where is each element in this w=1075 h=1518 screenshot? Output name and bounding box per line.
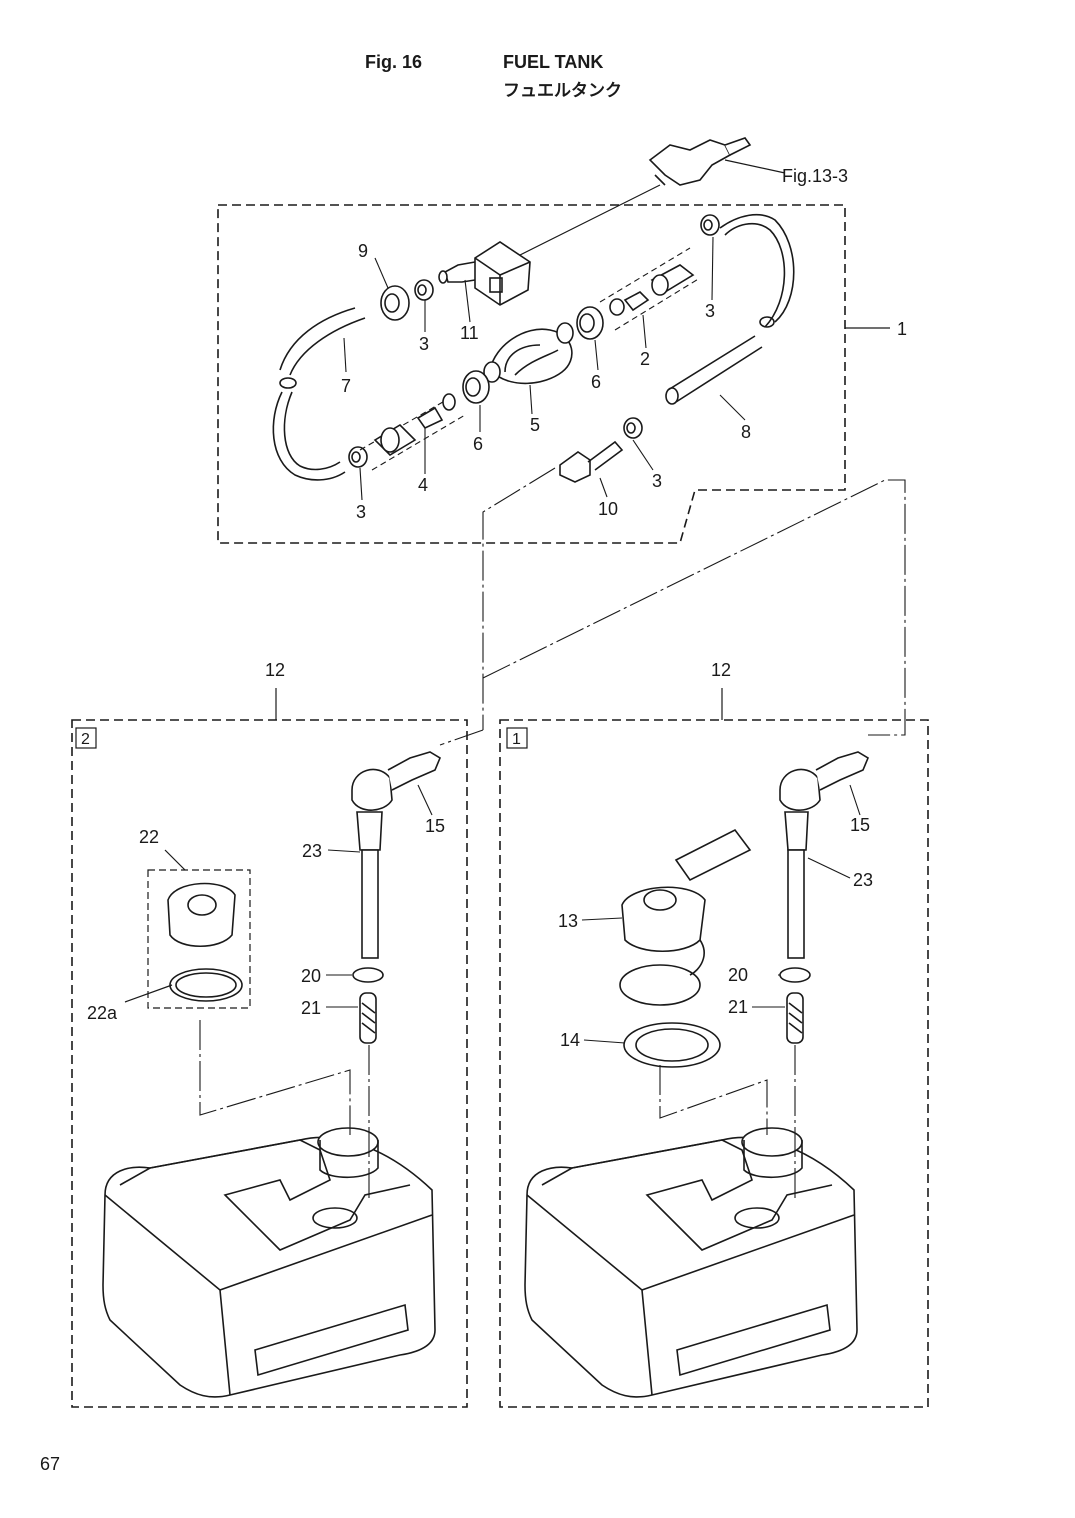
hose-7	[279, 307, 366, 376]
engine-connector	[648, 137, 752, 186]
callout-14: 14	[560, 1030, 580, 1050]
callout-6: 6	[591, 372, 601, 392]
tank-connector-11	[438, 241, 531, 306]
callout-11: 11	[460, 323, 479, 343]
variant-label-1: 1	[512, 731, 521, 748]
filler-cap-13	[619, 828, 752, 1006]
callout-4: 4	[418, 475, 428, 495]
callout-22: 22	[139, 827, 159, 847]
callout-22a: 22a	[87, 1003, 118, 1023]
callout-15: 15	[425, 816, 445, 836]
variant-frame-1	[499, 719, 929, 1408]
callout-23: 23	[853, 870, 873, 890]
callout-12: 12	[265, 660, 285, 680]
fitting-2	[609, 264, 695, 316]
ring-14	[623, 1022, 721, 1068]
callout-3: 3	[705, 301, 715, 321]
group-frame-fuel-line	[217, 204, 846, 544]
callout-13: 13	[558, 911, 578, 931]
callout-7: 7	[341, 376, 351, 396]
callout-20: 20	[301, 966, 321, 986]
figure-number: Fig. 16	[365, 52, 423, 72]
clamp-3	[348, 214, 720, 468]
figure-title: FUEL TANK	[503, 52, 604, 72]
cap-22	[147, 869, 251, 1009]
callout-15: 15	[850, 815, 870, 835]
callout-3: 3	[652, 471, 662, 491]
callout-21: 21	[301, 998, 321, 1018]
connector-10	[559, 440, 624, 483]
callout-5: 5	[530, 415, 540, 435]
primer-bulb-5	[483, 322, 574, 385]
callout-1: 1	[897, 319, 907, 339]
fig-reference: Fig.13-3	[782, 166, 848, 186]
callout-3: 3	[356, 502, 366, 522]
callout-9: 9	[358, 241, 368, 261]
pickup-assembly-left	[351, 751, 442, 1044]
hose-8	[667, 335, 763, 403]
fuel-tank-right	[524, 1127, 858, 1398]
callout-21: 21	[728, 997, 748, 1017]
callout-10: 10	[598, 499, 618, 519]
variant-frame-2	[71, 719, 468, 1408]
page-number: 67	[40, 1454, 61, 1474]
figure-title-jp: フュエルタンク	[503, 81, 622, 101]
fuel-tank-left	[102, 1127, 436, 1398]
collar-9	[380, 285, 410, 321]
callout-2: 2	[640, 349, 650, 369]
fitting-4	[373, 393, 456, 457]
pickup-assembly-right	[779, 751, 870, 1044]
callout-12: 12	[711, 660, 731, 680]
valve-6	[462, 306, 604, 404]
callout-23: 23	[302, 841, 322, 861]
variant-label-2: 2	[81, 731, 90, 748]
callout-8: 8	[741, 422, 751, 442]
callout-6: 6	[473, 434, 483, 454]
callout-20: 20	[728, 965, 748, 985]
callout-3: 3	[419, 334, 429, 354]
